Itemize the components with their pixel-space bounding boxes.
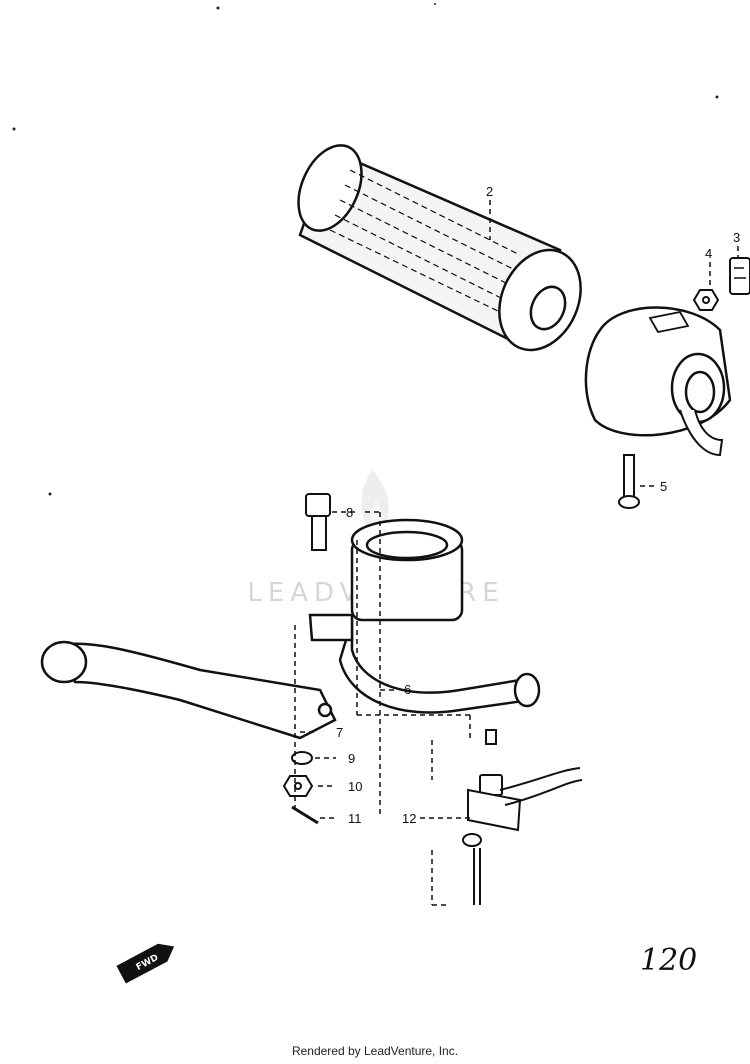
footer-credit: Rendered by LeadVenture, Inc. [291,1044,459,1058]
washer-part-9 [291,751,313,765]
callout-7: 7 [336,725,343,740]
screw-part-3 [729,257,750,295]
brake-lever [40,640,337,740]
callout-5: 5 [660,479,667,494]
master-cylinder [308,518,541,714]
scan-specks [12,3,719,496]
pivot-bolt-part-8 [305,493,331,551]
callout-12: 12 [402,811,416,826]
callout-6: 6 [404,682,411,697]
brake-light-switch [462,729,583,905]
housing-screw-part-5 [618,454,640,509]
callout-3: 3 [733,230,740,245]
callout-2: 2 [486,184,493,199]
callout-8: 8 [346,505,353,520]
pin-part-11 [291,805,319,825]
callout-10: 10 [348,779,362,794]
switch-housing [584,306,732,457]
callout-11: 11 [348,811,362,826]
callout-9: 9 [348,751,355,766]
leader-lines [294,200,739,906]
callout-4: 4 [705,246,712,261]
nut-part-4 [692,289,720,311]
nut-part-10 [282,775,314,797]
throttle-grip [297,144,582,352]
fwd-direction-arrow: FWD [116,943,175,984]
page-number: 120 [640,943,697,978]
